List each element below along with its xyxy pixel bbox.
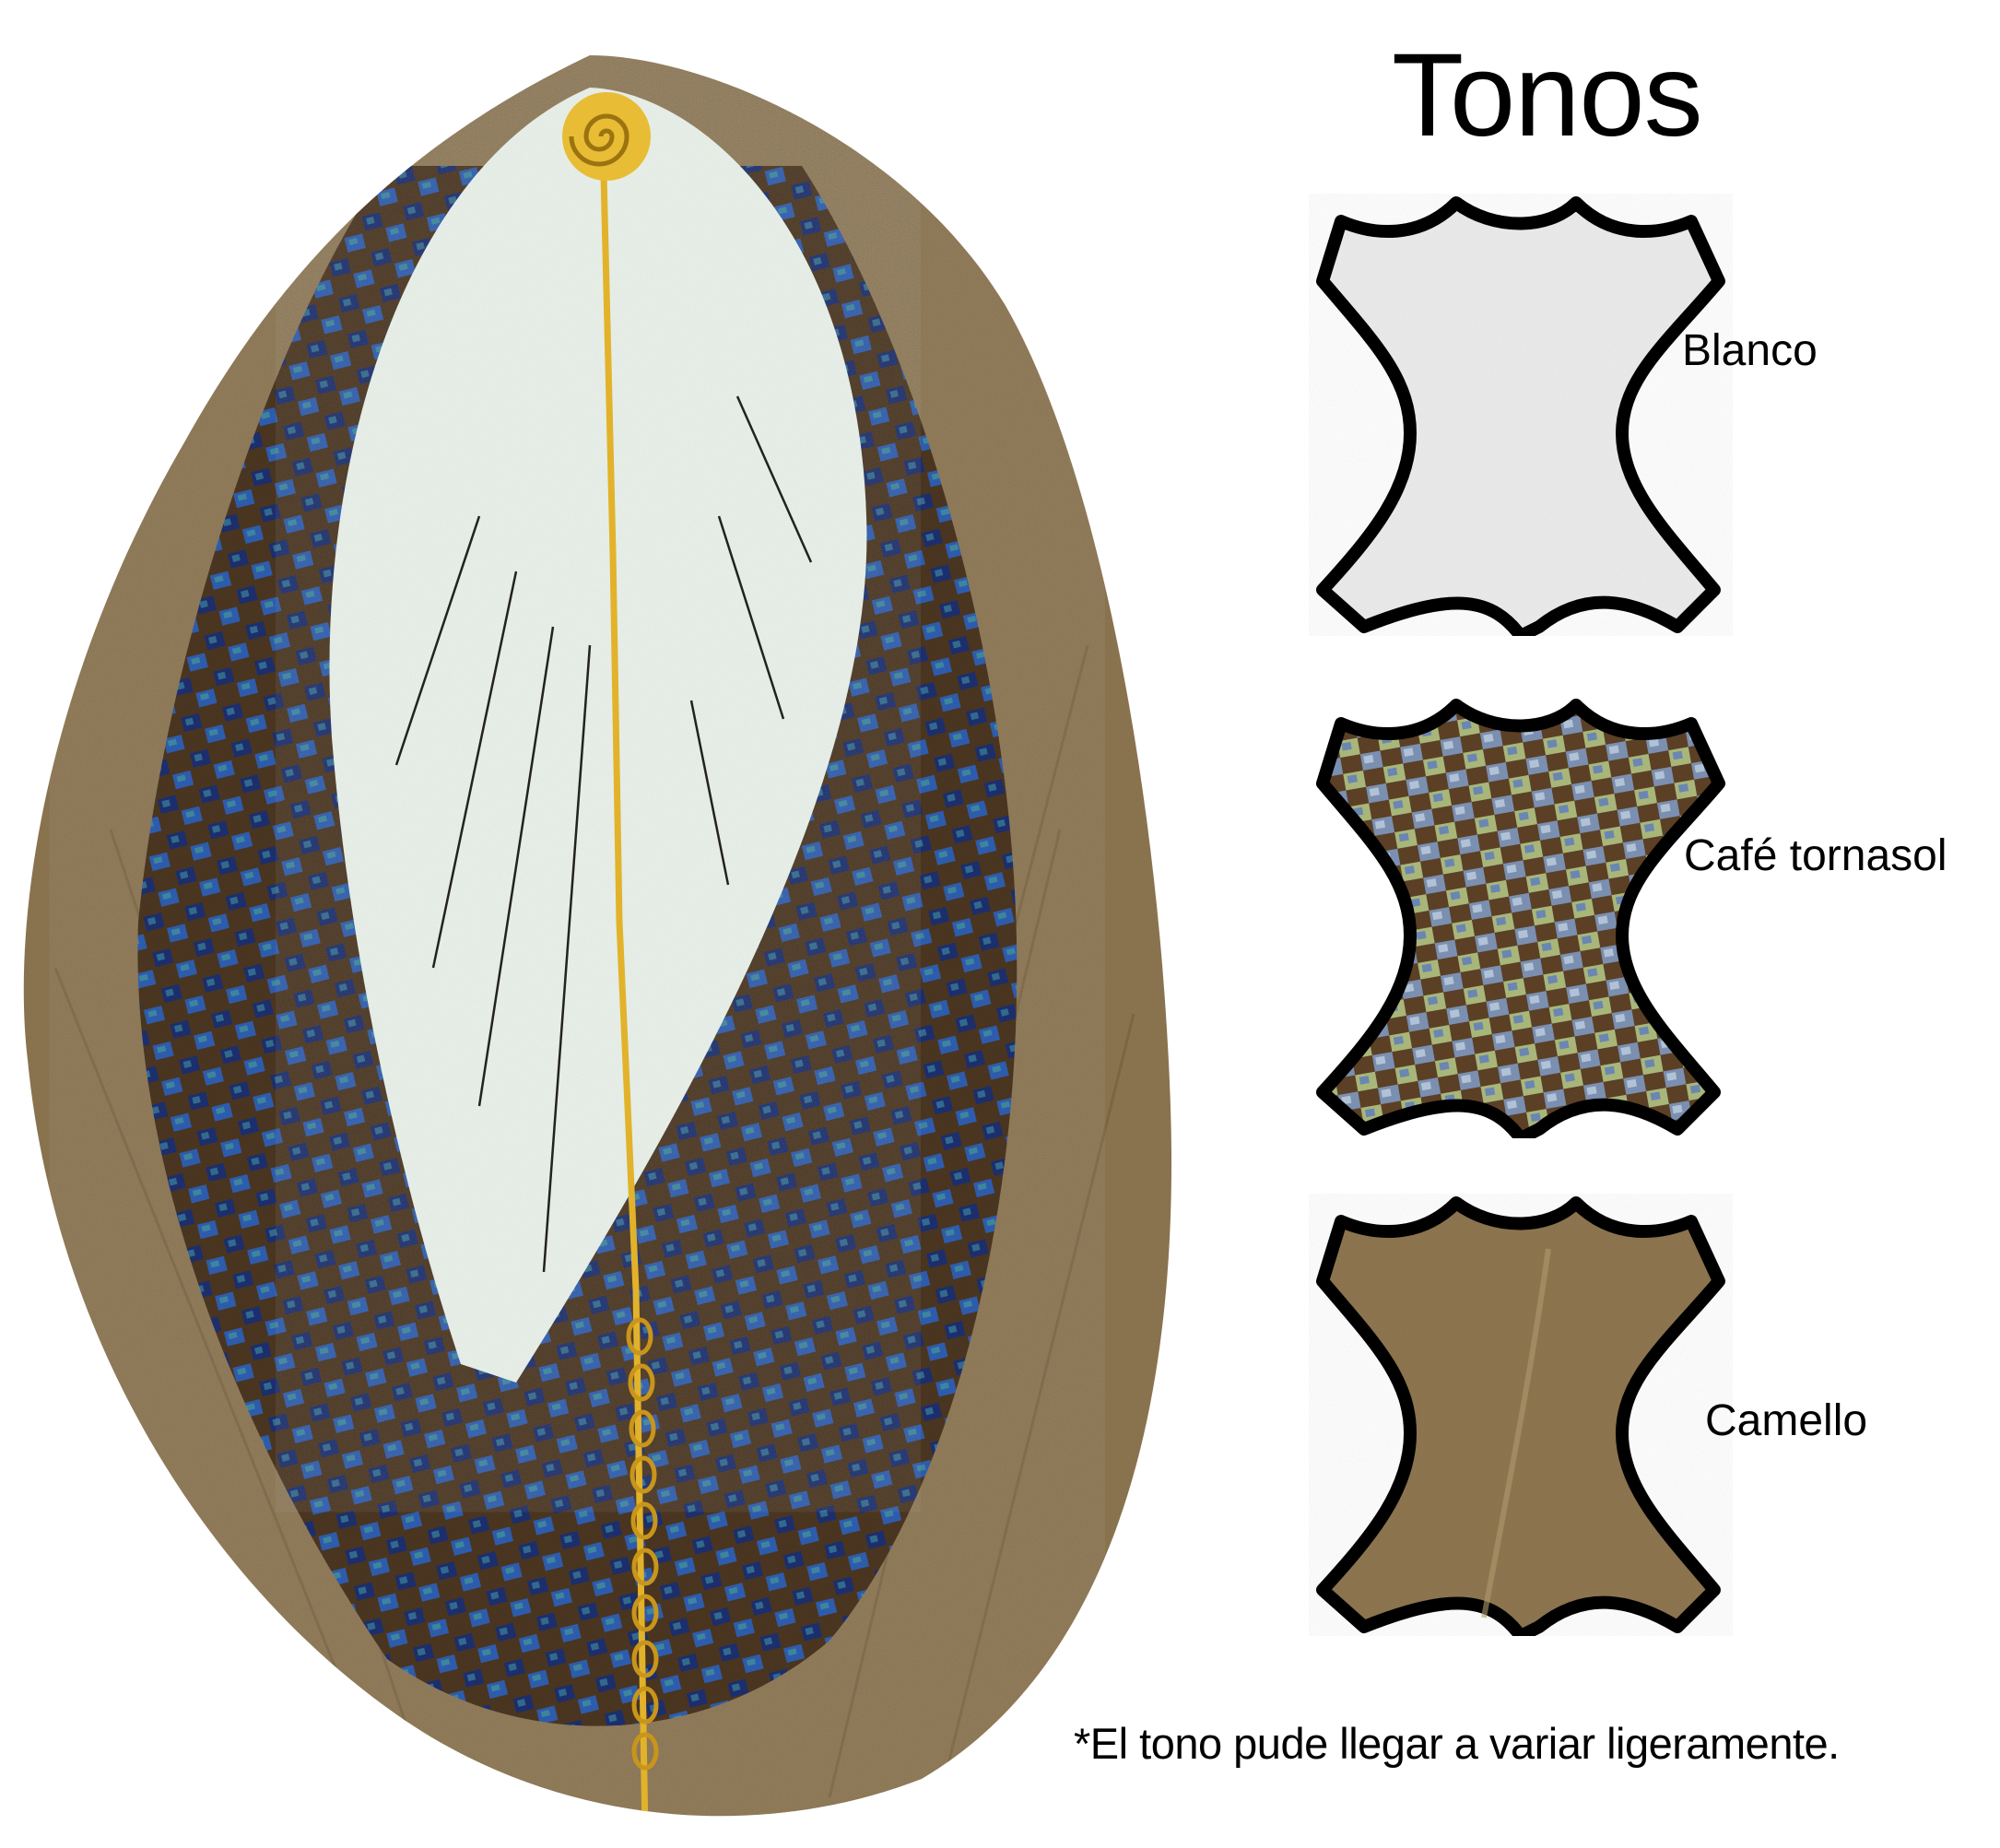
color-variation-note: *El tono pude llegar a variar ligerament… — [1074, 1719, 1840, 1768]
swatch-camello — [1309, 1194, 1733, 1636]
swatch-label-camello: Camello — [1705, 1396, 1868, 1445]
swatch-label-blanco: Blanco — [1682, 326, 1818, 375]
swatch-cafe-tornasol — [1309, 696, 1733, 1138]
swatch-label-cafe-tornasol: Café tornasol — [1684, 831, 1947, 880]
product-image-feather-earring — [23, 55, 1172, 1817]
gold-spiral-bead — [562, 92, 651, 181]
leather-hide-icon — [1316, 1196, 1725, 1636]
swatch-blanco — [1309, 194, 1733, 636]
page-title: Tonos — [1392, 29, 1703, 161]
leather-hide-icon — [1316, 196, 1725, 636]
leather-hide-icon — [1316, 699, 1725, 1138]
